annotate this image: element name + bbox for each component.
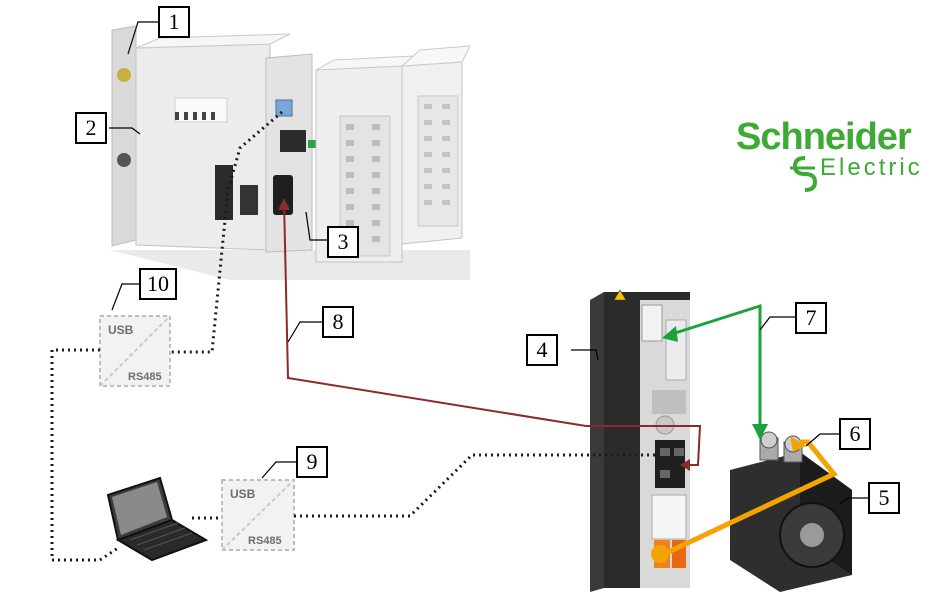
servo-motor-icon <box>730 431 852 592</box>
cable-8-arrowhead-top <box>278 198 290 210</box>
callout-5: 5 <box>868 482 900 514</box>
callout-8: 8 <box>322 306 354 338</box>
usb-rs485-converter-10-icon: USB RS485 <box>99 315 171 387</box>
callout-1: 1 <box>158 6 190 38</box>
converter-9-bottom-label: RS485 <box>248 535 282 547</box>
serial-cables <box>50 110 658 562</box>
callout-2: 2 <box>75 112 107 144</box>
converter-9-top-label: USB <box>230 487 256 501</box>
laptop-icon <box>106 476 209 562</box>
brand-logo: Schneider Electric <box>736 116 936 181</box>
converter-10-bottom-label: RS485 <box>128 371 162 383</box>
callout-7: 7 <box>795 302 827 334</box>
brand-line-1: Schneider <box>736 116 912 158</box>
schneider-logo-mark-icon <box>790 156 818 192</box>
cable-8-arrowhead <box>680 459 690 471</box>
callout-3: 3 <box>327 226 359 258</box>
callout-9: 9 <box>296 446 328 478</box>
usb-rs485-converter-9-icon: USB RS485 <box>221 479 295 551</box>
converter-10-top-label: USB <box>108 323 134 337</box>
cable-6-yellow <box>651 436 838 563</box>
cable-converter-10-to-laptop <box>50 348 119 562</box>
cable-8-red <box>283 199 702 466</box>
callout-10: 10 <box>139 268 177 300</box>
brand-line-2: Electric <box>820 154 923 181</box>
callout-leaders <box>109 21 868 505</box>
cable-7-green <box>662 303 768 440</box>
controller-rack-icon <box>110 25 471 280</box>
callout-6: 6 <box>839 418 871 450</box>
callout-4: 4 <box>526 334 558 366</box>
cable-converter-9-to-drive <box>294 453 658 518</box>
